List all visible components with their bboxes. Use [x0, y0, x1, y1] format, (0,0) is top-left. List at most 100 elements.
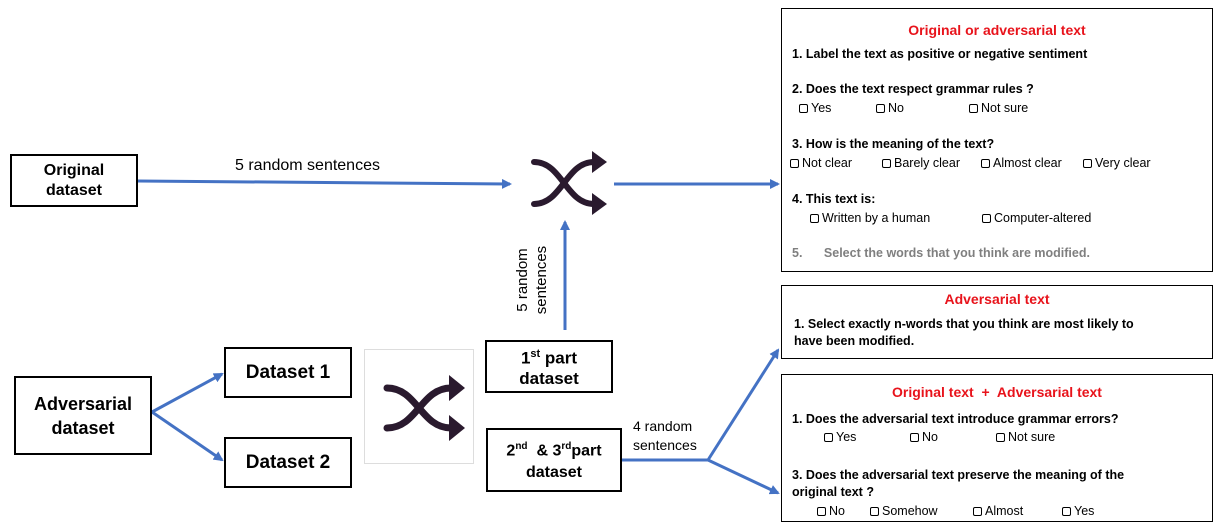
five-random-sentences-label: 5 random sentences: [235, 157, 380, 174]
original-plus-adversarial-panel: Original text + Adversarial text 1. Does…: [781, 374, 1213, 522]
option-label: Yes: [836, 430, 857, 444]
part23-text: part: [571, 442, 602, 460]
option-label: Computer-altered: [994, 211, 1092, 225]
part23-ordinal2: rd: [561, 440, 572, 452]
option-label: Very clear: [1095, 156, 1151, 170]
option-label: No: [888, 101, 904, 115]
part1-line2: dataset: [519, 369, 579, 389]
original-dataset-box: Original dataset: [10, 154, 138, 207]
adversarial-dataset-label: Adversarial dataset: [33, 393, 133, 438]
option-almost[interactable]: Almost: [973, 504, 1023, 518]
option-yes[interactable]: Yes: [799, 101, 831, 115]
checkbox-icon[interactable]: [996, 433, 1005, 442]
panel2-q1-line2: have been modified.: [794, 334, 915, 348]
part1-text: part: [540, 348, 578, 368]
checkbox-icon[interactable]: [981, 159, 990, 168]
option-computer-altered[interactable]: Computer-altered: [982, 211, 1091, 225]
panel1-q3: 3. How is the meaning of the text?: [792, 137, 995, 151]
option-barely-clear[interactable]: Barely clear: [882, 156, 960, 170]
option-written-by-human[interactable]: Written by a human: [810, 211, 930, 225]
panel1-q5-number: 5.: [792, 246, 803, 260]
option-no[interactable]: No: [876, 101, 904, 115]
four-random-line1: 4 random: [633, 418, 693, 434]
option-almost-clear[interactable]: Almost clear: [981, 156, 1062, 170]
option-no[interactable]: No: [817, 504, 845, 518]
four-random-sentences-label: 4 random sentences: [633, 417, 697, 455]
panel1-q2: 2. Does the text respect grammar rules ?: [792, 82, 1034, 96]
original-dataset-label: Original dataset: [43, 161, 105, 199]
part23-line2: dataset: [525, 464, 583, 482]
adversarial-text-panel: Adversarial text 1. Select exactly n-wor…: [781, 285, 1213, 359]
option-not-clear[interactable]: Not clear: [790, 156, 852, 170]
part1-number: 1: [520, 348, 531, 368]
option-label: Not clear: [802, 156, 853, 170]
checkbox-icon[interactable]: [969, 104, 978, 113]
panel1-q4: 4. This text is:: [792, 192, 876, 206]
dataset2-label: Dataset 2: [245, 451, 331, 473]
panel3-q1: 1. Does the adversarial text introduce g…: [792, 412, 1119, 426]
checkbox-icon[interactable]: [1062, 507, 1071, 516]
part23-ordinal1: nd: [515, 440, 528, 452]
option-very-clear[interactable]: Very clear: [1083, 156, 1151, 170]
checkbox-icon[interactable]: [790, 159, 799, 168]
part23-dataset-box: 2nd & 3rdpart dataset: [486, 428, 622, 492]
checkbox-icon[interactable]: [973, 507, 982, 516]
option-yes[interactable]: Yes: [824, 430, 856, 444]
dataset1-box: Dataset 1: [224, 347, 352, 398]
checkbox-icon[interactable]: [810, 214, 819, 223]
checkbox-icon[interactable]: [910, 433, 919, 442]
shuffle-icon: [514, 148, 612, 218]
checkbox-icon[interactable]: [1083, 159, 1092, 168]
option-yes[interactable]: Yes: [1062, 504, 1094, 518]
panel2-q1-line1: 1. Select exactly n-words that you think…: [794, 317, 1134, 331]
panel1-title: Original or adversarial text: [908, 22, 1086, 38]
five-random-vertical-label: 5 random sentences: [513, 230, 551, 330]
dataset2-box: Dataset 2: [224, 437, 352, 488]
panel1-q5-text: Select the words that you think are modi…: [823, 246, 1090, 260]
part23-mid: & 3: [527, 442, 562, 460]
panel3-q3-line2: original text ?: [792, 485, 874, 499]
five-random-vertical-line2: sentences: [533, 245, 550, 315]
panel1-q1: 1. Label the text as positive or negativ…: [792, 47, 1088, 61]
arrow-split-to-panel3: [707, 458, 780, 495]
shuffle-icon: [364, 349, 474, 464]
arrow-original-to-shuffle: [137, 178, 512, 189]
arrow-adv-to-dataset2: [151, 410, 224, 462]
option-label: No: [829, 504, 845, 518]
checkbox-icon[interactable]: [876, 104, 885, 113]
option-label: Yes: [1074, 504, 1095, 518]
option-label: Almost clear: [993, 156, 1062, 170]
option-label: No: [922, 430, 938, 444]
dataset1-label: Dataset 1: [245, 361, 331, 383]
part1-dataset-box: 1st part dataset: [485, 340, 613, 393]
option-not-sure[interactable]: Not sure: [969, 101, 1028, 115]
option-no[interactable]: No: [910, 430, 938, 444]
checkbox-icon[interactable]: [824, 433, 833, 442]
option-label: Yes: [811, 101, 832, 115]
checkbox-icon[interactable]: [817, 507, 826, 516]
arrow-split-to-panel2: [706, 348, 780, 461]
panel2-title: Adversarial text: [944, 291, 1050, 307]
option-label: Almost: [985, 504, 1024, 518]
five-random-vertical-line1: 5 random: [514, 248, 531, 312]
checkbox-icon[interactable]: [882, 159, 891, 168]
panel1-q5: 5. Select the words that you think are m…: [792, 246, 1090, 260]
part1-ordinal: st: [530, 347, 541, 360]
four-random-line2: sentences: [633, 437, 697, 453]
checkbox-icon[interactable]: [982, 214, 991, 223]
part23-number1: 2: [506, 442, 516, 460]
option-label: Somehow: [882, 504, 938, 518]
panel3-q3-line1: 3. Does the adversarial text preserve th…: [792, 468, 1125, 482]
option-not-sure[interactable]: Not sure: [996, 430, 1055, 444]
option-label: Written by a human: [822, 211, 931, 225]
checkbox-icon[interactable]: [799, 104, 808, 113]
checkbox-icon[interactable]: [870, 507, 879, 516]
option-label: Not sure: [981, 101, 1029, 115]
panel3-title: Original text + Adversarial text: [892, 384, 1102, 400]
option-label: Barely clear: [894, 156, 960, 170]
option-label: Not sure: [1008, 430, 1056, 444]
original-or-adversarial-panel: Original or adversarial text 1. Label th…: [781, 8, 1213, 272]
option-somehow[interactable]: Somehow: [870, 504, 938, 518]
arrow-adv-to-dataset1: [151, 372, 224, 414]
